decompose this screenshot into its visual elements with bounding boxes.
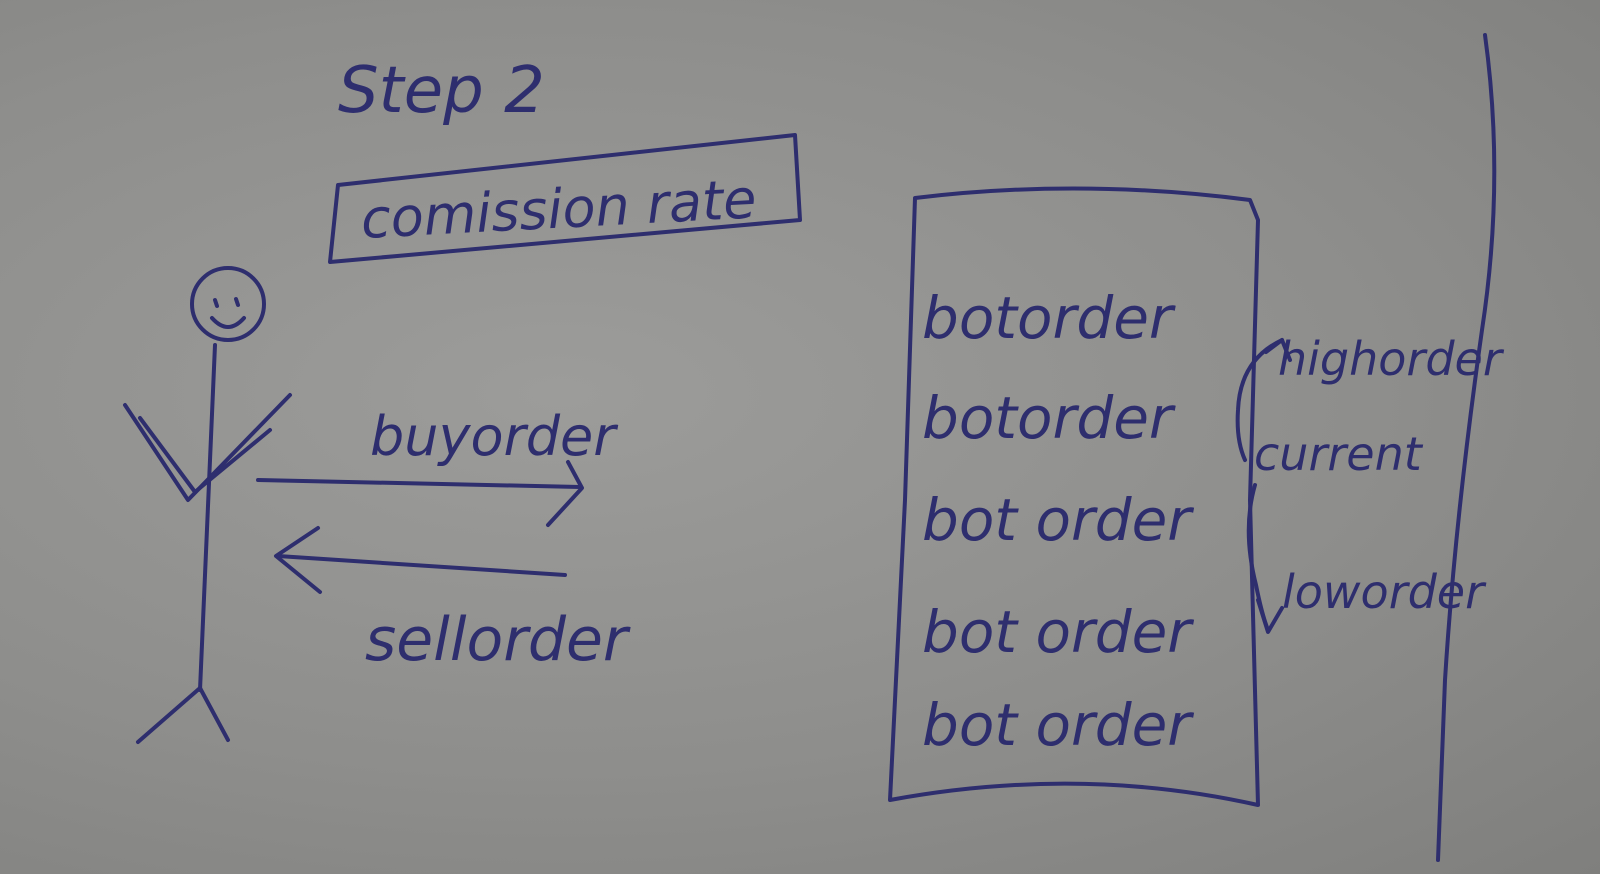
bot-order-item: botorder: [922, 384, 1176, 452]
stick-figure: [123, 266, 292, 744]
bot-order-list: botorder botorder bot order bot order bo…: [922, 284, 1194, 759]
order-book-box: [888, 186, 1260, 807]
current-label: current: [1254, 427, 1424, 481]
sell-order-label: sellorder: [365, 605, 631, 675]
figure-arms-extra: [138, 416, 272, 494]
sell-arrow-head: [274, 526, 322, 594]
buy-arrow-head: [546, 460, 584, 527]
step-title: Step 2: [338, 54, 545, 128]
high-order-label: highorder: [1278, 332, 1505, 386]
figure-arms: [123, 393, 292, 502]
figure-legs: [136, 686, 230, 744]
low-order-label: loworder: [1282, 565, 1487, 619]
figure-body: [198, 343, 217, 692]
commission-box: [328, 133, 802, 264]
vertical-divider-line: [1436, 33, 1497, 862]
bot-order-item: bot order: [922, 486, 1194, 554]
figure-smile: [210, 316, 246, 329]
buy-order-label: buyorder: [370, 405, 618, 468]
high-order-arrow: [1235, 338, 1284, 462]
figure-head: [190, 266, 266, 342]
bot-order-item: bot order: [922, 691, 1194, 759]
bot-order-item: bot order: [922, 598, 1194, 666]
commission-label: comission rate: [359, 167, 757, 251]
high-arrow-head: [1264, 338, 1292, 362]
sell-order-arrow: [276, 554, 567, 577]
bot-order-item: botorder: [922, 284, 1176, 352]
figure-eyes: [213, 297, 240, 308]
buy-order-arrow: [256, 478, 582, 489]
low-arrow-head: [1256, 598, 1284, 634]
